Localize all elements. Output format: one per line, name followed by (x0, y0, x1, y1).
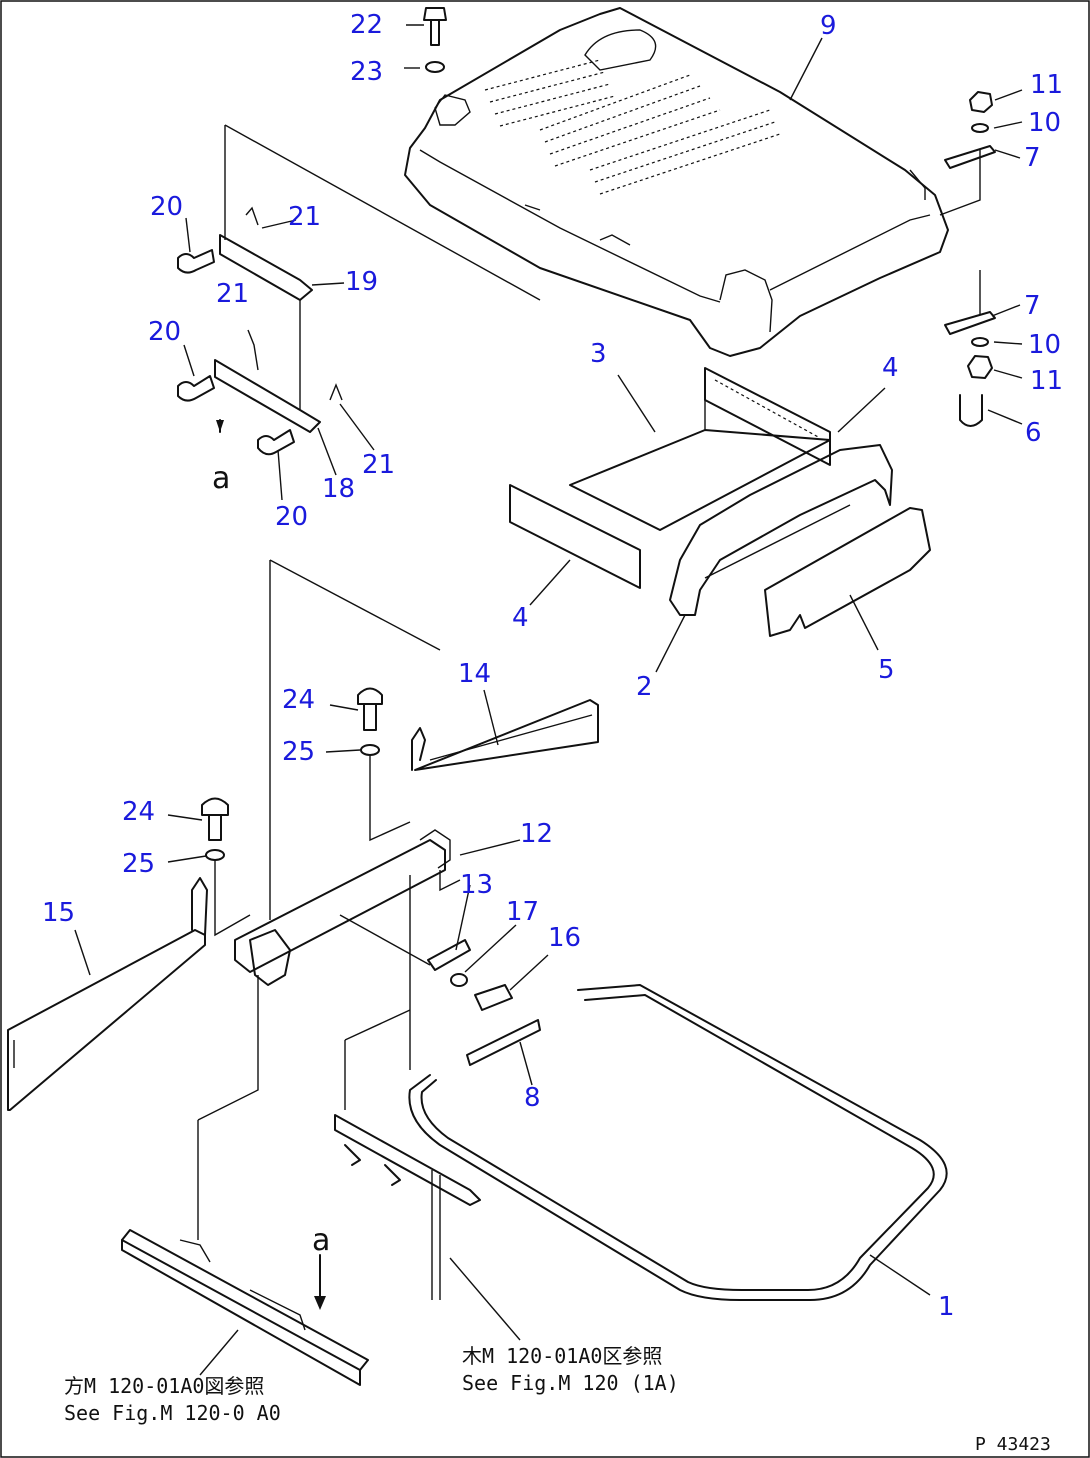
callout-20-bottom: 20 (275, 502, 308, 532)
callout-22: 22 (350, 10, 383, 40)
u-bolt-part-6 (959, 394, 983, 427)
callout-10-bottom: 10 (1028, 330, 1061, 360)
callout-4-right: 4 (882, 353, 899, 383)
leader-25-lower-line (214, 860, 251, 937)
panel-part-3 (569, 368, 831, 531)
cover-part-9 (404, 7, 949, 357)
callout-4-left: 4 (512, 603, 529, 633)
washer-part-10-bottom (971, 337, 989, 347)
assembly-line-d (269, 559, 441, 651)
view-marker-a-bottom: a (312, 1223, 330, 1258)
pin-part-16 (474, 984, 513, 1011)
bolt-part-20-top (177, 249, 215, 274)
nut-part-11-top (969, 91, 993, 113)
strip-part-5 (764, 507, 931, 637)
note-left-cn: ⽅M 120-01A0図参照 (64, 1374, 264, 1398)
frame-part-2 (669, 444, 893, 616)
callout-25-lower: 25 (122, 849, 155, 879)
callout-16: 16 (548, 923, 581, 953)
callout-7-bottom: 7 (1024, 291, 1041, 321)
callout-21-bottom: 21 (362, 450, 395, 480)
callout-11-bottom: 11 (1030, 366, 1063, 396)
bracket-part-18 (214, 329, 343, 433)
seal-part-1 (408, 984, 948, 1301)
callout-5: 5 (878, 655, 895, 685)
washer-part-17 (450, 973, 468, 987)
note-right-en: See Fig.M 120 (1A) (462, 1371, 679, 1395)
nut-part-11-bottom (967, 355, 993, 379)
callout-1: 1 (938, 1292, 955, 1322)
callout-13: 13 (460, 870, 493, 900)
strip-part-4-right (704, 367, 831, 466)
arrow-a-head-top (216, 420, 224, 432)
washer-part-25-upper (360, 744, 380, 756)
callout-20-top: 20 (150, 192, 183, 222)
rail-right (334, 1114, 481, 1300)
plate-part-14 (411, 699, 599, 771)
callout-8: 8 (524, 1083, 541, 1113)
assembly-line-i (344, 1009, 411, 1041)
strip-part-8 (466, 1019, 541, 1066)
washer-part-10-top (971, 123, 989, 133)
bracket-part-7-bottom (944, 270, 996, 335)
washer-part-25-lower (205, 849, 225, 861)
bracket-part-7-top (939, 145, 996, 216)
note-right-cn: ⽊M 120-01A0区参照 (462, 1344, 662, 1368)
callout-14: 14 (458, 659, 491, 689)
assembly-line-g (197, 975, 259, 1121)
bolt-part-22 (423, 7, 447, 46)
callout-21-middle: 21 (216, 279, 249, 309)
bolt-part-24-lower (201, 797, 229, 841)
strip-part-4-left (509, 484, 641, 589)
rail-left (121, 1229, 369, 1386)
callout-15: 15 (42, 898, 75, 928)
leader-25-upper-line (369, 755, 411, 842)
leader-assembly-line-a (224, 124, 541, 301)
arrow-a-head-bottom (314, 1296, 326, 1310)
callout-20-middle: 20 (148, 317, 181, 347)
drawing-code: P 43423 (975, 1434, 1051, 1455)
callout-10-top: 10 (1028, 108, 1061, 138)
crossbar-part-12 (234, 829, 461, 986)
callout-21-top: 21 (288, 202, 321, 232)
callout-9: 9 (820, 11, 837, 41)
callout-6: 6 (1025, 418, 1042, 448)
callout-12: 12 (520, 819, 553, 849)
bolt-part-20-middle (177, 375, 215, 402)
callout-23: 23 (350, 57, 383, 87)
callout-2: 2 (636, 672, 653, 702)
bracket-part-19 (219, 206, 313, 301)
leader-lines (74, 24, 1023, 1376)
callout-19: 19 (345, 267, 378, 297)
callout-17: 17 (506, 897, 539, 927)
callout-25-upper: 25 (282, 737, 315, 767)
bracket-part-13 (339, 914, 471, 971)
bolt-part-20-bottom (257, 429, 295, 456)
callout-24-upper: 24 (282, 685, 315, 715)
note-left-en: See Fig.M 120-0 A0 (64, 1401, 281, 1425)
view-marker-a-top: a (212, 461, 230, 496)
callout-7-top: 7 (1024, 143, 1041, 173)
washer-part-23 (425, 61, 445, 73)
callout-24-lower: 24 (122, 797, 155, 827)
bolt-part-24-upper (357, 687, 383, 731)
callout-3: 3 (590, 339, 607, 369)
callout-18: 18 (322, 474, 355, 504)
plate-part-15 (7, 877, 208, 1111)
callout-11-top: 11 (1030, 70, 1063, 100)
